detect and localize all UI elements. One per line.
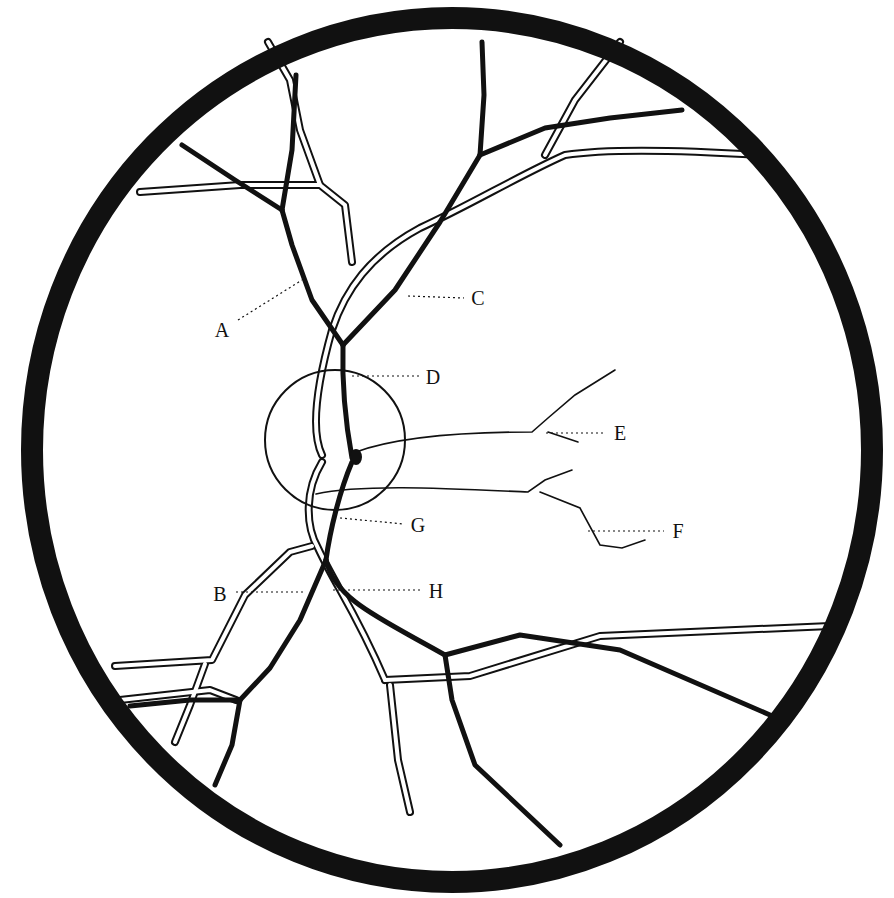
part-letter: C [469,288,486,308]
optic-disc [265,370,405,510]
central-vessel [350,449,362,465]
part-letter: F [670,521,685,541]
part-letter: H [427,581,445,601]
veins [130,42,770,845]
part-letter: B [211,584,228,604]
leader-lines [236,280,664,592]
part-letter: D [424,367,442,387]
part-letter: G [409,515,427,535]
part-letter: A [213,320,231,340]
part-letter: E [612,423,628,443]
ophthalmoscope-ring [32,18,872,882]
arteries [115,42,830,812]
macular-vessels [316,370,645,548]
